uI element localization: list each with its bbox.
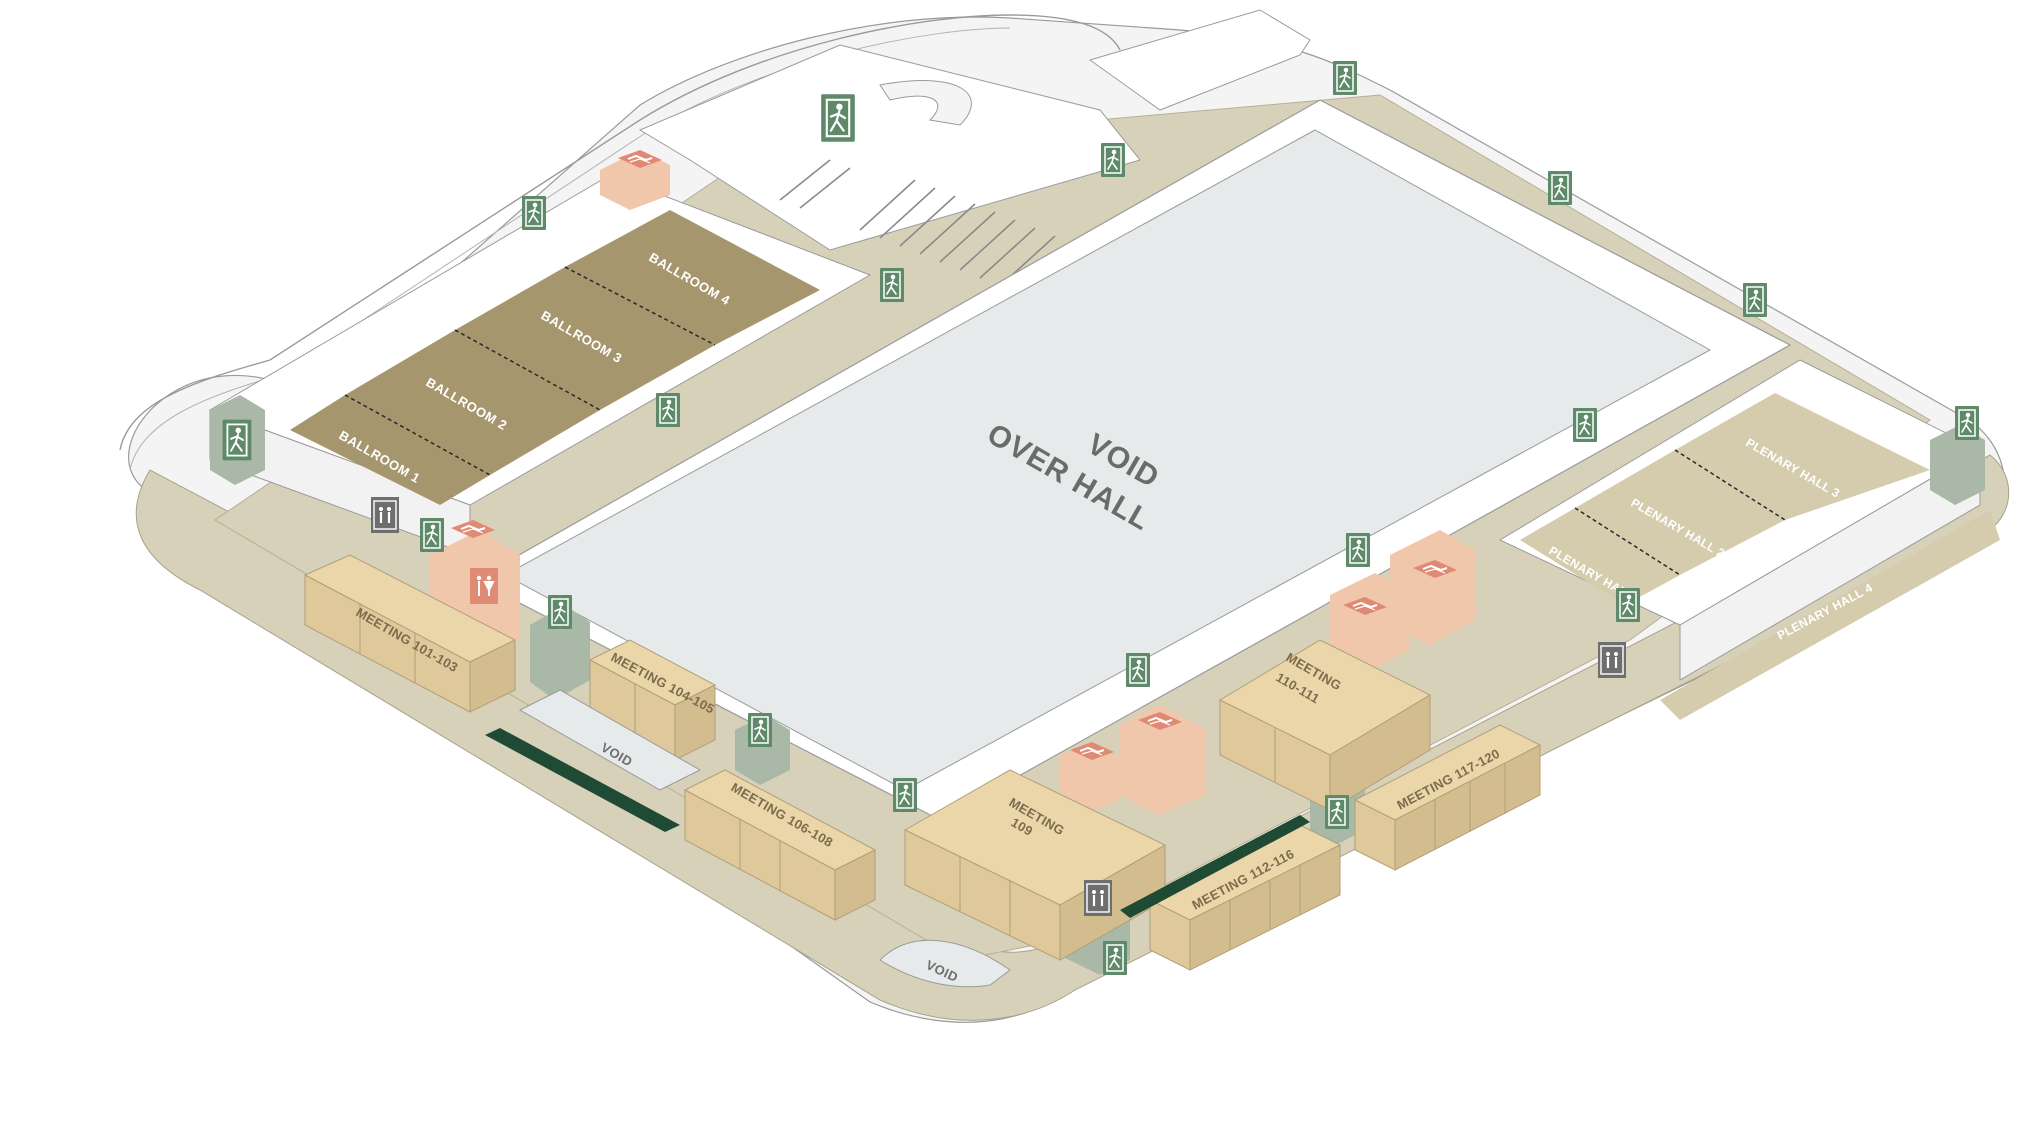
emergency-exit-icon <box>1547 170 1573 206</box>
void-left-area <box>518 689 702 791</box>
emergency-exit-icon <box>547 594 573 630</box>
service-block-3 <box>1390 530 1475 645</box>
service-block-5 <box>1120 705 1205 815</box>
emergency-exit-icon <box>747 712 773 748</box>
emergency-exit-icon <box>892 777 918 813</box>
core-far-right <box>1930 425 1985 505</box>
emergency-exit-icon <box>1742 282 1768 318</box>
back-wing <box>1088 9 1311 111</box>
dark-strip-right <box>1120 815 1310 918</box>
emergency-exit-icon <box>1332 60 1358 96</box>
meeting-101-103-block <box>303 554 517 713</box>
emergency-exit-icon <box>1954 405 1980 441</box>
canopy-edge <box>119 14 1121 451</box>
service-block-1 <box>600 150 670 210</box>
emergency-exit-icon <box>1100 142 1126 178</box>
elevator-icon <box>369 495 401 535</box>
ballroom-4-floor <box>565 210 820 345</box>
emergency-exit-icon <box>1102 940 1128 976</box>
emergency-exit-icon <box>1345 532 1371 568</box>
plenary-hall-3-floor <box>1675 393 1930 520</box>
parking-lines <box>779 159 1056 287</box>
void-bottom-area <box>879 939 1011 988</box>
meeting-109-block <box>903 769 1167 961</box>
emergency-exit-icon <box>1572 407 1598 443</box>
meeting-117-120-block <box>1353 724 1542 871</box>
service-block-4 <box>1330 573 1410 670</box>
meeting-110-111-block <box>1218 639 1432 811</box>
emergency-exit-icon <box>419 517 445 553</box>
ballroom-1-floor <box>290 395 490 505</box>
meeting-106-108-block <box>683 769 877 921</box>
emergency-exit-icon <box>820 93 856 143</box>
elevator-icon <box>1596 640 1628 680</box>
plenary-hall-4-floor <box>1660 510 2000 720</box>
emergency-exit-icon <box>221 418 253 462</box>
parking-ramp <box>638 44 1141 251</box>
elevator-icon <box>1082 878 1114 918</box>
emergency-exit-icon <box>655 392 681 428</box>
ballroom-dividers <box>344 266 716 476</box>
service-block-6 <box>1060 742 1120 812</box>
plenary-hall-2-floor <box>1575 450 1785 575</box>
emergency-exit-icon <box>879 267 905 303</box>
plenary-wing-wall <box>1679 449 1981 681</box>
ballroom-2-floor <box>345 330 600 475</box>
plenary-dividers <box>1574 449 1786 576</box>
emergency-exit-icon <box>521 195 547 231</box>
meeting-112-116-block <box>1148 824 1342 971</box>
parking-ramp-curve <box>879 80 972 126</box>
emergency-exit-icon <box>1615 587 1641 623</box>
restroom-icon <box>469 567 499 605</box>
emergency-exit-icon <box>1125 652 1151 688</box>
core-mid-left <box>530 605 590 700</box>
meeting-104-105-block <box>588 639 717 761</box>
dark-strip-left <box>485 728 680 832</box>
ballroom-3-floor <box>455 267 715 410</box>
emergency-exit-icon <box>1324 794 1350 830</box>
plenary-hall-1-floor <box>1520 508 1680 605</box>
